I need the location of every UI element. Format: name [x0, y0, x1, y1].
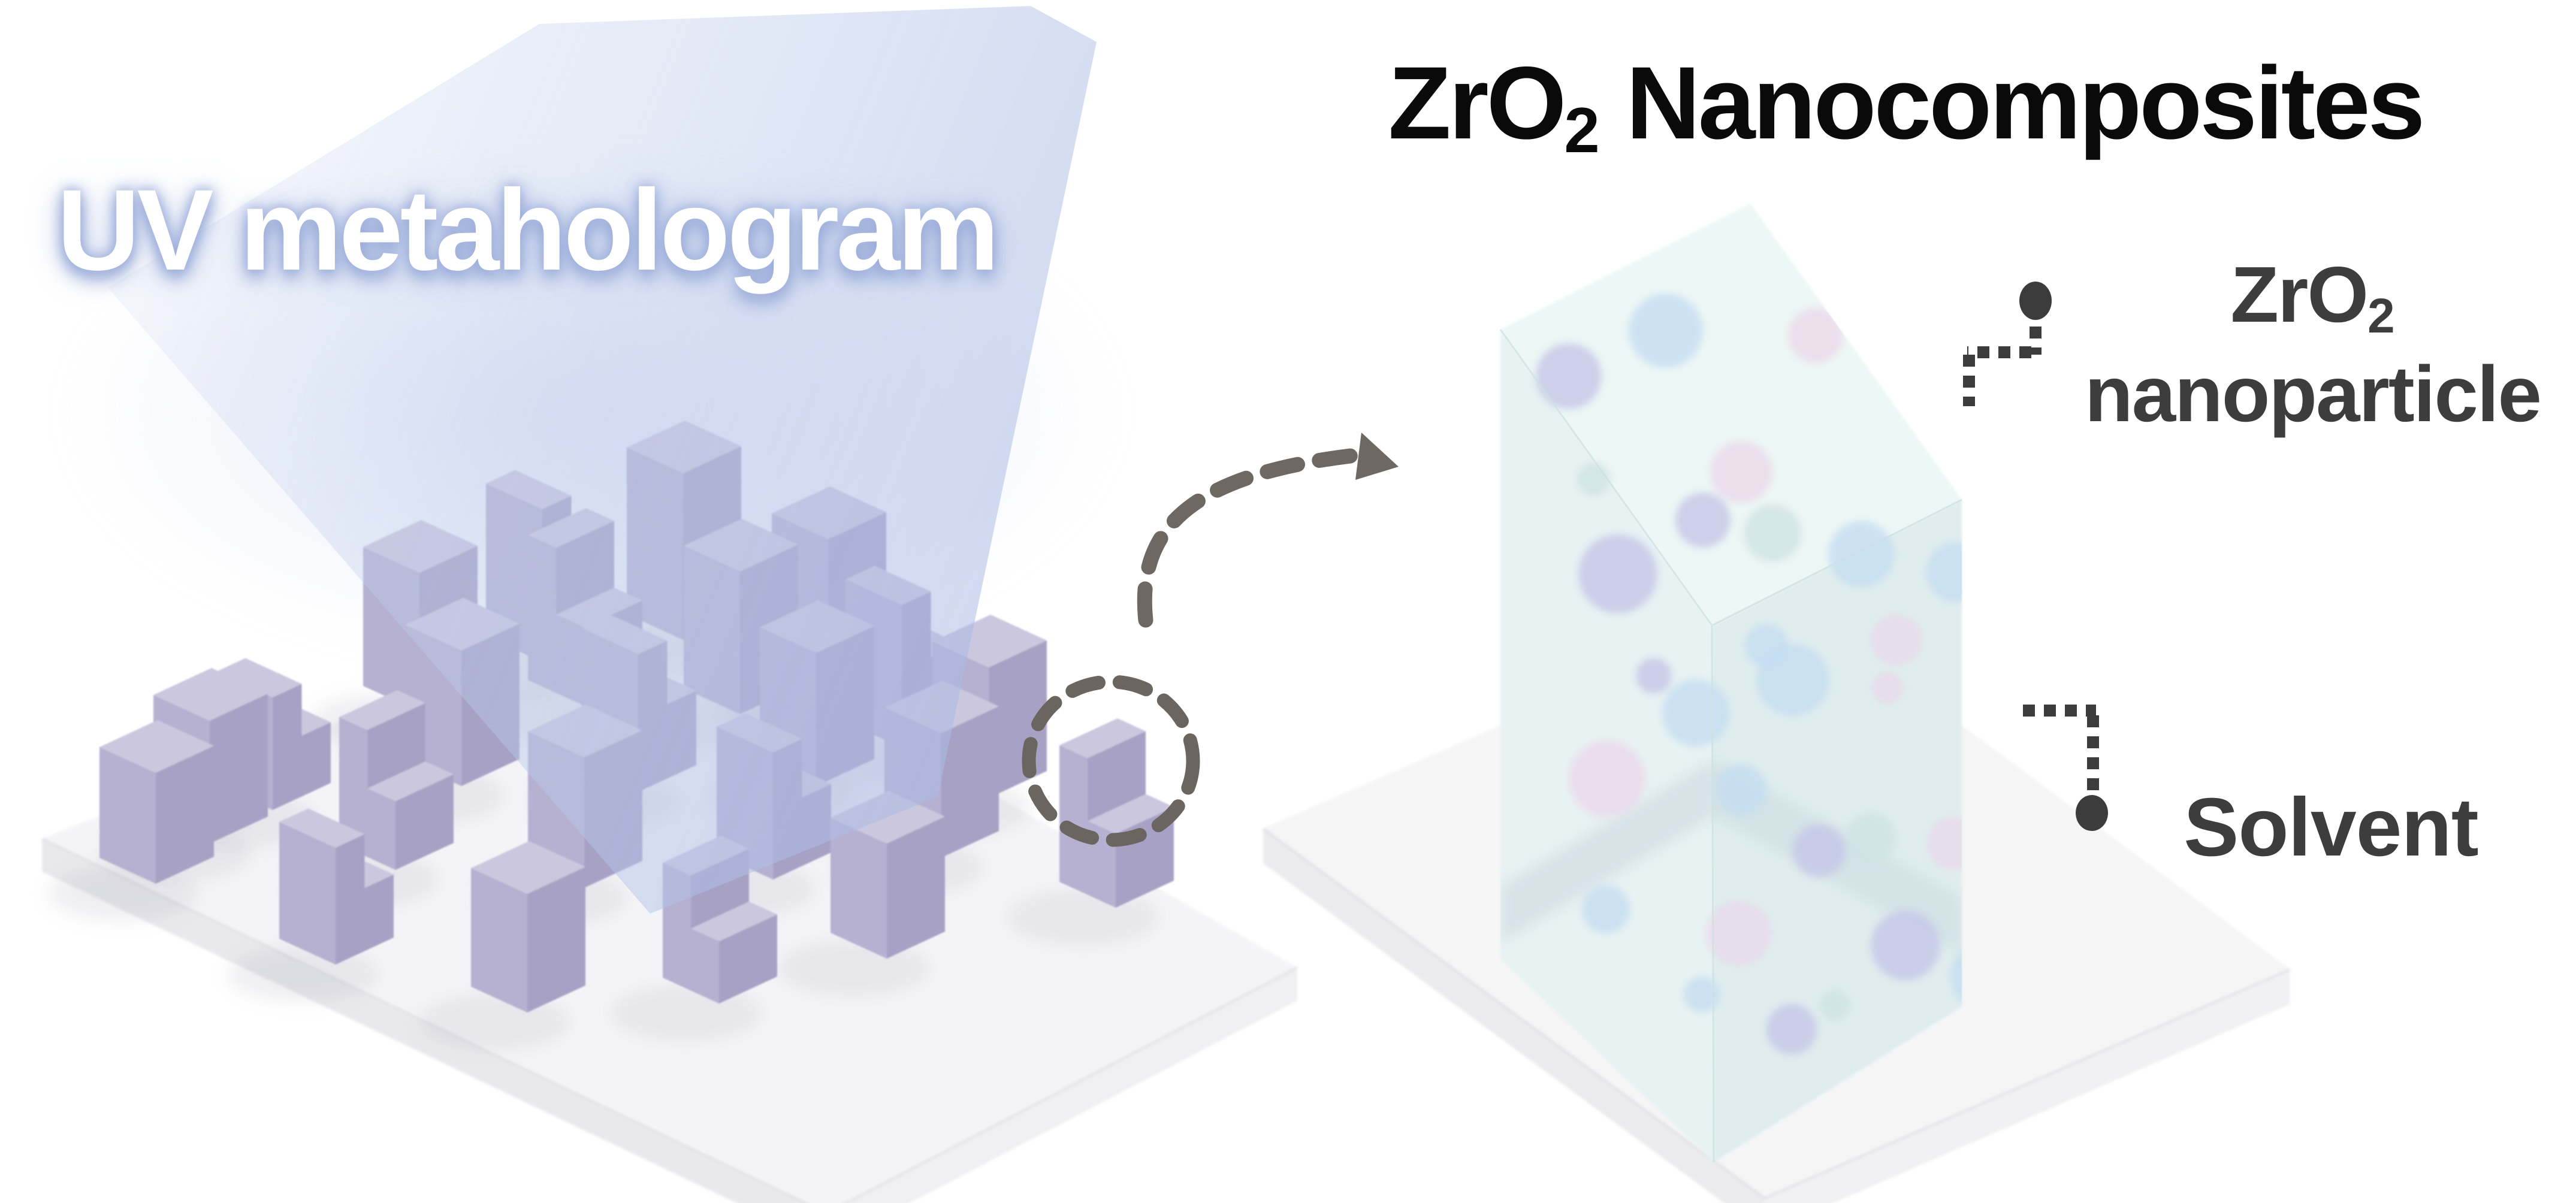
nanocomposite-box [1499, 204, 1962, 1163]
nanoparticle-leader [1963, 282, 2052, 406]
nanoparticle [1828, 521, 1894, 587]
meta-atom-pillar [99, 720, 214, 884]
zro2-line: ZrO2 [2230, 250, 2395, 343]
meta-atom-pillar [471, 841, 585, 1012]
nanoparticle [1569, 740, 1645, 817]
nanoparticle [1745, 624, 1788, 667]
nanoparticle [1636, 658, 1672, 694]
nanoparticle [1707, 901, 1771, 966]
solvent-leader [2023, 705, 2108, 831]
nanoparticle [1766, 1004, 1817, 1054]
nanoparticle-line: nanoparticle [2085, 350, 2542, 438]
leader-dot [2019, 282, 2052, 320]
meta-atom-pillar [831, 791, 945, 959]
nanoparticle [1872, 672, 1903, 703]
zro2-nanoparticle-label: ZrO2 nanoparticle [2049, 250, 2576, 439]
nanoparticle [1710, 441, 1772, 503]
nanoparticle [1871, 911, 1940, 980]
meta-atom-pillar [1059, 718, 1174, 908]
nanoparticle [1662, 679, 1729, 746]
nanoparticle [1788, 308, 1843, 363]
nanoparticle [1926, 542, 1962, 602]
nanoparticle [1793, 824, 1846, 877]
nanoparticle [1629, 294, 1703, 368]
nanoparticle [1744, 504, 1801, 562]
nanoparticle [1578, 534, 1657, 613]
nanoparticle [1871, 615, 1922, 665]
title-suffix: Nanocomposites [1599, 46, 2426, 161]
nanoparticle [1846, 812, 1896, 863]
nanoparticle [1819, 990, 1850, 1021]
title-subscript: 2 [1564, 94, 1600, 167]
arrowhead-icon [1355, 433, 1399, 480]
nanoparticle [1582, 885, 1630, 933]
page-title: ZrO2 Nanocomposites [1294, 52, 2517, 162]
nanoparticle [1927, 817, 1962, 870]
nanoparticle [1536, 343, 1602, 409]
title-prefix: ZrO [1388, 46, 1567, 161]
solvent-label: Solvent [2184, 781, 2478, 873]
nanoparticle [1675, 492, 1731, 548]
nanoparticle [1577, 463, 1611, 496]
nanoparticle [1716, 764, 1766, 815]
dashed-arrow-icon [1137, 448, 1363, 628]
uv-metahologram-label: UV metahologram [57, 165, 999, 294]
nanoparticle [1684, 977, 1720, 1012]
leader-dot [2076, 795, 2108, 831]
